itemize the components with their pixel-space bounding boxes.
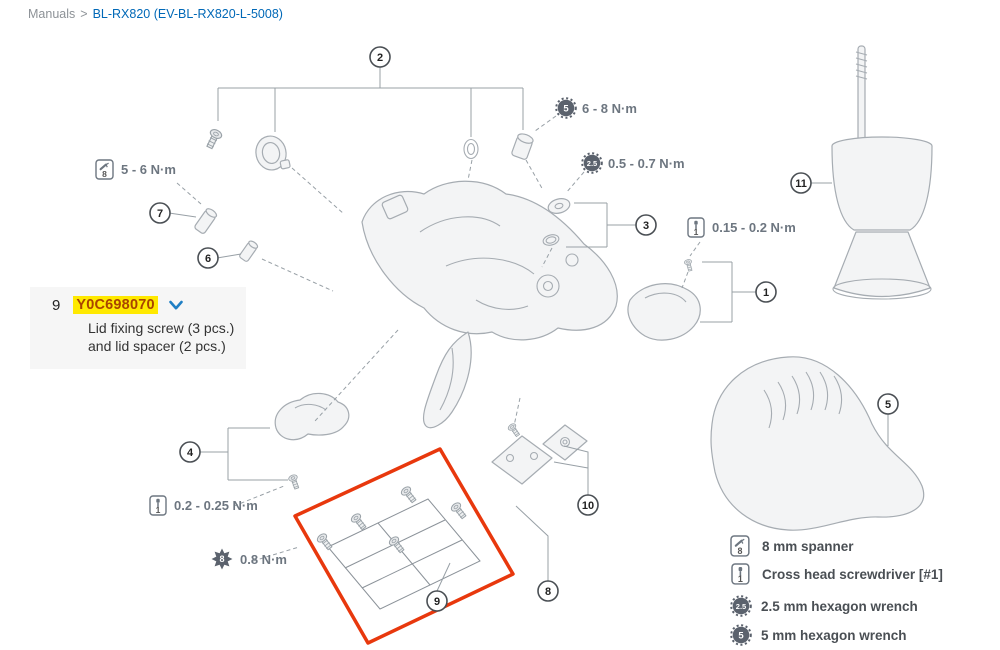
legend-label: Cross head screwdriver [#1] bbox=[762, 567, 943, 582]
svg-text:5: 5 bbox=[885, 399, 891, 411]
svg-text:9: 9 bbox=[434, 596, 440, 608]
torque-label-02-025: 1 0.2 - 0.25 N·m bbox=[149, 495, 258, 516]
svg-text:7: 7 bbox=[157, 208, 163, 220]
breadcrumb-separator: > bbox=[80, 7, 88, 21]
svg-text:5: 5 bbox=[738, 630, 744, 641]
torque-label-05-07: 2.5 0.5 - 0.7 N·m bbox=[581, 152, 685, 174]
torque-value: 0.15 - 0.2 N·m bbox=[712, 220, 796, 235]
callout-4[interactable]: 4 bbox=[179, 441, 201, 463]
torque-label-5-6: 8 5 - 6 N·m bbox=[95, 159, 176, 180]
clamp-band-drawing bbox=[255, 135, 291, 171]
legend-item-screwdriver: 1 Cross head screwdriver [#1] bbox=[731, 563, 943, 585]
screwdriver-icon: 1 bbox=[149, 495, 167, 516]
hex-wrench-icon: 5 bbox=[555, 97, 577, 119]
legend-item-hex5: 5 5 mm hexagon wrench bbox=[730, 624, 907, 646]
dashed-leader-lines bbox=[176, 115, 701, 562]
selected-part-number: 9 bbox=[52, 296, 61, 314]
svg-text:6: 6 bbox=[205, 253, 211, 265]
torque-label-08: 8 0.8 N·m bbox=[211, 548, 287, 570]
tool-legend: 8 8 mm spanner 1 Cross head screwdriver … bbox=[730, 535, 943, 646]
lid-spacer-screws-drawing bbox=[315, 484, 481, 610]
breadcrumb: Manuals > BL-RX820 (EV-BL-RX820-L-5008) bbox=[28, 7, 283, 21]
callout-1[interactable]: 1 bbox=[755, 281, 777, 303]
legend-label: 2.5 mm hexagon wrench bbox=[761, 599, 918, 614]
pivot-pin-drawing bbox=[194, 208, 218, 234]
svg-text:4: 4 bbox=[187, 447, 194, 459]
sleeve-drawing bbox=[239, 240, 259, 262]
bleed-screw-drawing bbox=[542, 198, 571, 246]
svg-text:3: 3 bbox=[643, 220, 649, 232]
lever-body-drawing bbox=[361, 180, 618, 429]
o-ring-drawing bbox=[463, 138, 479, 160]
selected-part-description: Lid fixing screw (3 pcs.) and lid spacer… bbox=[88, 320, 235, 355]
torque-value: 0.5 - 0.7 N·m bbox=[608, 156, 685, 171]
svg-text:1: 1 bbox=[156, 505, 161, 515]
clamp-nut-drawing bbox=[511, 133, 534, 160]
diagram-line-art bbox=[194, 45, 933, 610]
breadcrumb-manuals-link[interactable]: Manuals bbox=[28, 7, 76, 21]
torque-value: 6 - 8 N·m bbox=[582, 101, 637, 116]
svg-text:8: 8 bbox=[219, 554, 224, 564]
svg-text:1: 1 bbox=[763, 287, 769, 299]
hex-wrench-icon: 2.5 bbox=[581, 152, 603, 174]
svg-text:2: 2 bbox=[377, 52, 383, 64]
torque-value: 0.8 N·m bbox=[240, 552, 287, 567]
svg-text:10: 10 bbox=[582, 500, 594, 512]
callout-8[interactable]: 8 bbox=[537, 580, 559, 602]
bracket-cover-drawing bbox=[710, 356, 925, 531]
svg-text:8: 8 bbox=[737, 546, 742, 556]
callout-2[interactable]: 2 bbox=[369, 46, 391, 68]
svg-text:8: 8 bbox=[102, 169, 107, 179]
callout-9[interactable]: 9 bbox=[426, 590, 448, 612]
legend-label: 8 mm spanner bbox=[762, 539, 854, 554]
torque-value: 0.2 - 0.25 N·m bbox=[174, 498, 258, 513]
callout-6[interactable]: 6 bbox=[197, 247, 219, 269]
callout-3[interactable]: 3 bbox=[635, 214, 657, 236]
name-plate-drawing bbox=[274, 392, 350, 491]
hex-wrench-icon: 5 bbox=[730, 624, 752, 646]
breadcrumb-model-link[interactable]: BL-RX820 (EV-BL-RX820-L-5008) bbox=[92, 7, 283, 21]
svg-text:11: 11 bbox=[795, 178, 807, 190]
selected-part-code[interactable]: Y0C698070 bbox=[73, 296, 158, 314]
legend-item-spanner: 8 8 mm spanner bbox=[730, 535, 854, 557]
callout-7[interactable]: 7 bbox=[149, 202, 171, 224]
svg-text:1: 1 bbox=[694, 227, 699, 237]
screwdriver-icon: 1 bbox=[731, 563, 750, 585]
callout-10[interactable]: 10 bbox=[577, 494, 599, 516]
legend-item-hex25: 2.5 2.5 mm hexagon wrench bbox=[730, 595, 918, 617]
callout-5[interactable]: 5 bbox=[877, 393, 899, 415]
callout-leader-lines bbox=[168, 67, 889, 592]
torx-wrench-icon: 8 bbox=[211, 548, 233, 570]
bleed-funnel-drawing bbox=[831, 45, 933, 300]
legend-label: 5 mm hexagon wrench bbox=[761, 628, 907, 643]
selected-part-panel: 9 Y0C698070 Lid fixing screw (3 pcs.) an… bbox=[30, 287, 246, 369]
screwdriver-icon: 1 bbox=[687, 217, 705, 238]
selected-part-row: 9 Y0C698070 bbox=[30, 287, 246, 316]
spanner-icon: 8 bbox=[730, 535, 750, 557]
hex-wrench-icon: 2.5 bbox=[730, 595, 752, 617]
callout-11[interactable]: 11 bbox=[790, 172, 812, 194]
svg-text:2.5: 2.5 bbox=[736, 602, 746, 611]
svg-text:2.5: 2.5 bbox=[587, 159, 597, 168]
lever-member-drawing bbox=[627, 258, 701, 341]
lid-plates-drawing bbox=[491, 421, 588, 485]
torque-value: 5 - 6 N·m bbox=[121, 162, 176, 177]
svg-text:8: 8 bbox=[545, 586, 551, 598]
selection-highlight-box bbox=[293, 447, 515, 645]
chevron-down-icon[interactable] bbox=[168, 300, 184, 311]
svg-text:1: 1 bbox=[738, 574, 743, 584]
spanner-icon: 8 bbox=[95, 159, 114, 180]
torque-label-015-02: 1 0.15 - 0.2 N·m bbox=[687, 217, 796, 238]
clamp-bolt-drawing bbox=[203, 127, 224, 151]
svg-text:5: 5 bbox=[563, 103, 569, 114]
torque-label-6-8: 5 6 - 8 N·m bbox=[555, 97, 637, 119]
